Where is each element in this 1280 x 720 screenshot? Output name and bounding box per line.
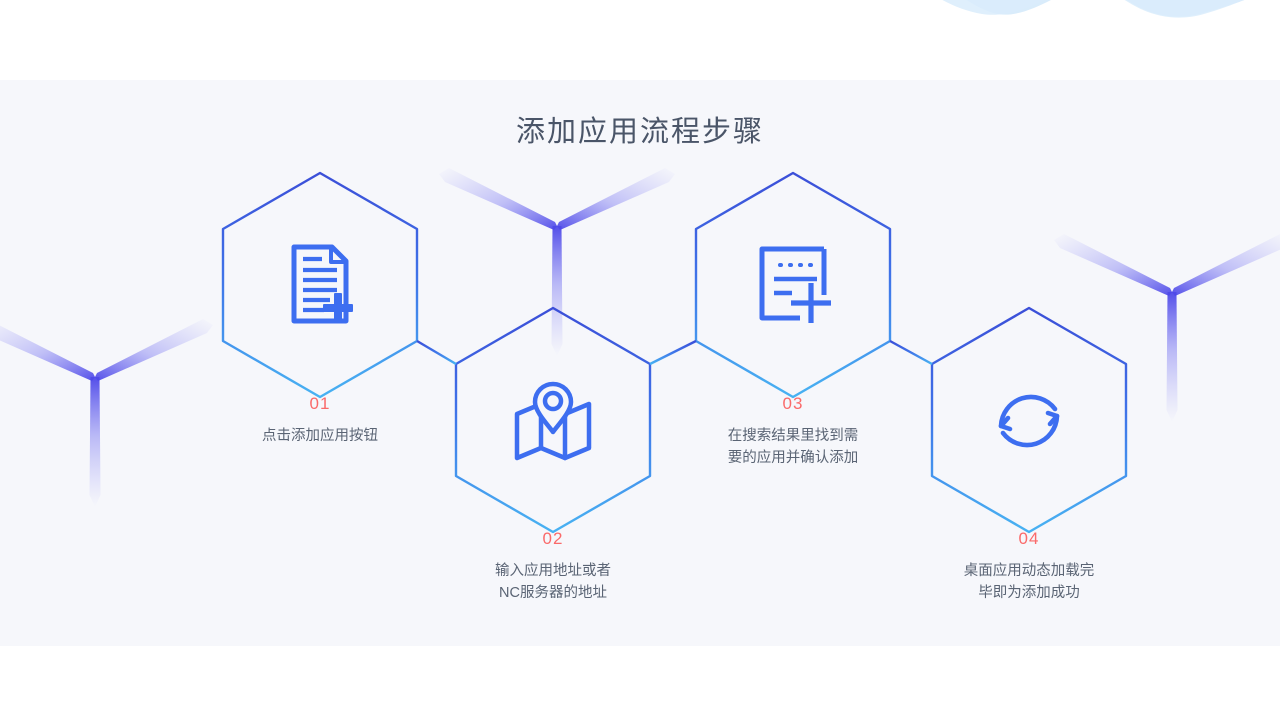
step-number: 01 <box>309 394 331 413</box>
step-caption-4: 04 桌面应用动态加载完 毕即为添加成功 <box>909 529 1149 604</box>
step-number: 03 <box>782 394 804 413</box>
step-number: 02 <box>542 529 564 548</box>
step-caption-2: 02 输入应用地址或者 NC服务器的地址 <box>433 529 673 604</box>
step-description: 桌面应用动态加载完 毕即为添加成功 <box>963 563 1095 601</box>
document-add-icon <box>291 244 353 324</box>
step-number: 04 <box>1018 529 1040 548</box>
step-description: 输入应用地址或者 NC服务器的地址 <box>495 563 611 601</box>
flow-section: 添加应用流程步骤 <box>0 80 1280 646</box>
refresh-sync-icon <box>998 394 1060 448</box>
connector-3-4 <box>889 339 933 366</box>
window-add-icon <box>759 246 831 323</box>
step-caption-1: 01 点击添加应用按钮 <box>200 394 440 447</box>
step-description: 在搜索结果里找到需 要的应用并确认添加 <box>727 428 859 466</box>
propeller-center <box>439 168 675 356</box>
connector-1-2 <box>416 339 457 366</box>
bottom-banner <box>0 646 1280 720</box>
top-banner <box>0 0 1280 80</box>
step-caption-3: 03 在搜索结果里找到需 要的应用并确认添加 <box>673 394 913 469</box>
connector-2-3 <box>649 339 697 366</box>
propeller-left <box>0 319 213 507</box>
step-description: 点击添加应用按钮 <box>262 428 378 444</box>
propeller-right <box>1054 234 1280 422</box>
flow-diagram: 01 点击添加应用按钮 02 输入应用地址或者 NC服务器的地址 03 在搜索结… <box>0 80 1280 646</box>
cloud-decoration <box>942 0 1245 18</box>
hexagon-step-3 <box>694 171 892 399</box>
flow-svg <box>0 168 1280 534</box>
hexagon-step-4 <box>930 306 1128 534</box>
page-title: 添加应用流程步骤 <box>515 116 764 148</box>
map-pin-icon <box>514 381 592 461</box>
hexagon-step-1 <box>221 171 419 399</box>
